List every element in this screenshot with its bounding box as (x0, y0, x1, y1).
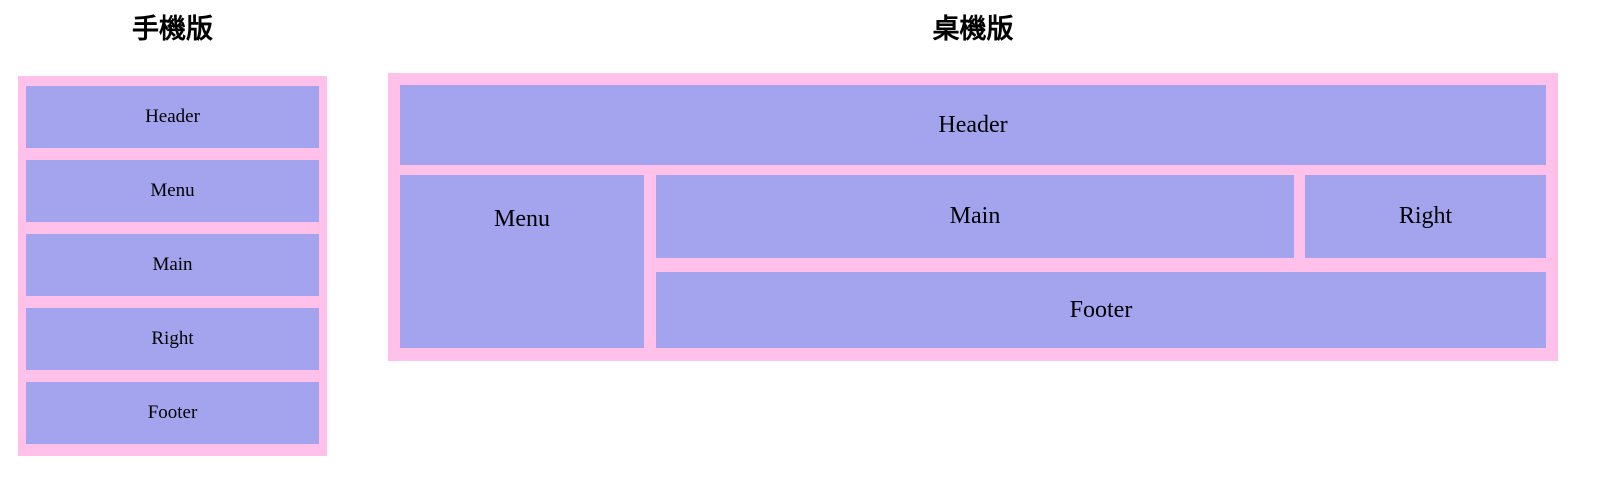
mobile-block-right: Right (26, 308, 319, 370)
desktop-block-header-label: Header (938, 111, 1008, 138)
mobile-block-main-label: Main (152, 253, 193, 275)
desktop-layout-container: Header Menu Main Right Footer (388, 73, 1558, 361)
mobile-block-menu: Menu (26, 160, 319, 222)
desktop-block-header: Header (400, 85, 1546, 165)
desktop-block-footer-label: Footer (1069, 296, 1133, 323)
mobile-block-footer-label: Footer (147, 401, 198, 423)
mobile-block-menu-label: Menu (150, 179, 195, 201)
mobile-block-header-label: Header (145, 105, 200, 127)
desktop-section-title: 桌機版 (932, 14, 1014, 44)
desktop-block-main-label: Main (949, 203, 1001, 230)
mobile-block-header: Header (26, 86, 319, 148)
mobile-block-main: Main (26, 234, 319, 296)
desktop-block-menu-label: Menu (494, 206, 550, 232)
desktop-block-main: Main (656, 175, 1294, 258)
mobile-layout-container: Header Menu Main Right Footer (18, 76, 327, 456)
desktop-block-right-label: Right (1398, 203, 1453, 230)
mobile-block-footer: Footer (26, 382, 319, 444)
desktop-block-right: Right (1305, 175, 1546, 258)
desktop-block-menu: Menu (400, 175, 644, 348)
mobile-section-title: 手機版 (132, 14, 213, 44)
mobile-block-right-label: Right (151, 327, 194, 349)
desktop-block-footer: Footer (656, 272, 1546, 348)
